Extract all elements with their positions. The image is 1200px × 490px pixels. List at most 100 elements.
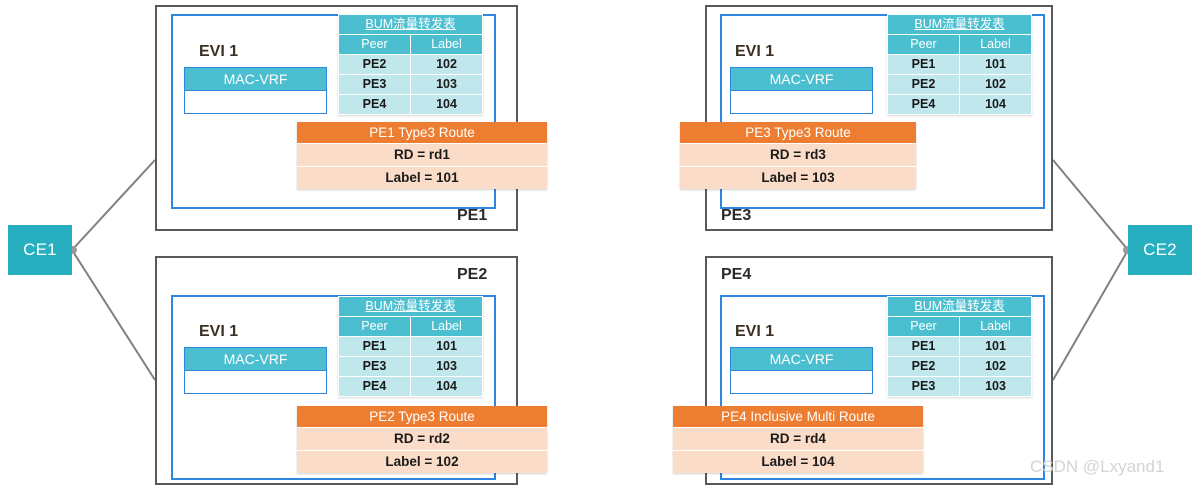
bum-cell-label: 104 xyxy=(959,94,1032,115)
bum-cell-label: 104 xyxy=(410,376,483,397)
route-title: PE3 Type3 Route xyxy=(680,122,916,143)
link-ce2-pe4 xyxy=(1052,249,1129,381)
bum-cell-label: 101 xyxy=(959,336,1032,357)
table-row: PE1 101 xyxy=(887,336,1032,357)
bum-col-label: Label xyxy=(410,316,483,337)
bum-cell-label: 103 xyxy=(959,376,1032,397)
bum-cell-peer: PE1 xyxy=(887,336,960,357)
route-label-row: Label = 102 xyxy=(297,450,547,473)
route-rd-row: RD = rd4 xyxy=(673,427,923,450)
route-rd-row: RD = rd1 xyxy=(297,143,547,166)
pe-node-pe3[interactable]: EVI 1 MAC-VRF BUM流量转发表 Peer Label PE1 10… xyxy=(705,5,1053,231)
table-row: PE1 101 xyxy=(887,54,1032,75)
bum-title-row: BUM流量转发表 xyxy=(887,14,1032,35)
pe1-evi-label: EVI 1 xyxy=(199,43,239,60)
watermark: CSDN @Lxyand1 xyxy=(1030,457,1165,476)
pe3-macvrf-label: MAC-VRF xyxy=(731,68,872,91)
route-rd-row: RD = rd3 xyxy=(680,143,916,166)
bum-col-label: Label xyxy=(959,316,1032,337)
pe2-evi-label: EVI 1 xyxy=(199,323,239,340)
pe-node-pe1[interactable]: EVI 1 MAC-VRF BUM流量转发表 Peer Label PE2 10… xyxy=(155,5,518,231)
bum-col-peer: Peer xyxy=(338,34,411,55)
table-row: PE4 104 xyxy=(338,94,483,115)
bum-header-row: Peer Label xyxy=(887,34,1032,55)
bum-cell-peer: PE4 xyxy=(887,94,960,115)
bum-cell-peer: PE2 xyxy=(887,356,960,377)
bum-cell-peer: PE4 xyxy=(338,94,411,115)
pe1-macvrf-body xyxy=(185,91,326,113)
bum-header-row: Peer Label xyxy=(887,316,1032,337)
bum-table-title: BUM流量转发表 xyxy=(887,296,1032,317)
pe4-macvrf-label: MAC-VRF xyxy=(731,348,872,371)
bum-table-title: BUM流量转发表 xyxy=(887,14,1032,35)
ce-node-ce1[interactable]: CE1 xyxy=(8,225,72,275)
pe4-macvrf-body xyxy=(731,371,872,393)
link-ce1-pe2 xyxy=(71,249,156,381)
table-row: PE2 102 xyxy=(887,356,1032,377)
bum-table-title: BUM流量转发表 xyxy=(338,296,483,317)
pe3-macvrf-body xyxy=(731,91,872,113)
bum-cell-label: 104 xyxy=(410,94,483,115)
pe4-bum-table: BUM流量转发表 Peer Label PE1 101 PE2 102 PE3 … xyxy=(887,296,1032,397)
bum-cell-label: 102 xyxy=(410,54,483,75)
link-ce2-pe3 xyxy=(1052,159,1129,251)
bum-cell-label: 101 xyxy=(959,54,1032,75)
bum-cell-peer: PE1 xyxy=(887,54,960,75)
bum-table-title: BUM流量转发表 xyxy=(338,14,483,35)
bum-cell-peer: PE3 xyxy=(338,74,411,95)
pe4-macvrf[interactable]: MAC-VRF xyxy=(730,347,873,394)
route-label-row: Label = 103 xyxy=(680,166,916,189)
bum-cell-label: 103 xyxy=(410,74,483,95)
route-title: PE2 Type3 Route xyxy=(297,406,547,427)
table-row: PE4 104 xyxy=(338,376,483,397)
bum-cell-label: 103 xyxy=(410,356,483,377)
table-row: PE2 102 xyxy=(338,54,483,75)
route-box-pe1[interactable]: PE1 Type3 Route RD = rd1 Label = 101 xyxy=(297,122,547,189)
table-row: PE3 103 xyxy=(338,356,483,377)
route-box-pe3[interactable]: PE3 Type3 Route RD = rd3 Label = 103 xyxy=(680,122,916,189)
route-box-pe4[interactable]: PE4 Inclusive Multi Route RD = rd4 Label… xyxy=(673,406,923,473)
pe2-macvrf[interactable]: MAC-VRF xyxy=(184,347,327,394)
pe2-bum-table: BUM流量转发表 Peer Label PE1 101 PE3 103 PE4 … xyxy=(338,296,483,397)
bum-col-peer: Peer xyxy=(887,316,960,337)
bum-cell-peer: PE4 xyxy=(338,376,411,397)
bum-col-peer: Peer xyxy=(887,34,960,55)
bum-col-peer: Peer xyxy=(338,316,411,337)
pe2-label: PE2 xyxy=(457,266,488,283)
pe1-macvrf[interactable]: MAC-VRF xyxy=(184,67,327,114)
pe3-label: PE3 xyxy=(721,207,752,224)
table-row: PE4 104 xyxy=(887,94,1032,115)
bum-cell-peer: PE3 xyxy=(338,356,411,377)
ce-node-ce2[interactable]: CE2 xyxy=(1128,225,1192,275)
bum-cell-peer: PE1 xyxy=(338,336,411,357)
bum-cell-label: 101 xyxy=(410,336,483,357)
pe2-macvrf-label: MAC-VRF xyxy=(185,348,326,371)
pe1-macvrf-label: MAC-VRF xyxy=(185,68,326,91)
pe3-bum-table: BUM流量转发表 Peer Label PE1 101 PE2 102 PE4 … xyxy=(887,14,1032,115)
route-rd-row: RD = rd2 xyxy=(297,427,547,450)
route-box-pe2[interactable]: PE2 Type3 Route RD = rd2 Label = 102 xyxy=(297,406,547,473)
ce-node-label: CE1 xyxy=(23,240,57,259)
bum-cell-peer: PE3 xyxy=(887,376,960,397)
bum-cell-peer: PE2 xyxy=(887,74,960,95)
bum-col-label: Label xyxy=(410,34,483,55)
pe1-label: PE1 xyxy=(457,207,488,224)
route-label-row: Label = 104 xyxy=(673,450,923,473)
bum-cell-label: 102 xyxy=(959,356,1032,377)
table-row: PE3 103 xyxy=(338,74,483,95)
bum-col-label: Label xyxy=(959,34,1032,55)
bum-title-row: BUM流量转发表 xyxy=(338,14,483,35)
pe-node-pe4[interactable]: PE4 EVI 1 MAC-VRF BUM流量转发表 Peer Label PE… xyxy=(705,256,1053,485)
pe4-evi-label: EVI 1 xyxy=(735,323,775,340)
pe3-macvrf[interactable]: MAC-VRF xyxy=(730,67,873,114)
bum-cell-label: 102 xyxy=(959,74,1032,95)
pe1-bum-table: BUM流量转发表 Peer Label PE2 102 PE3 103 PE4 … xyxy=(338,14,483,115)
route-title: PE1 Type3 Route xyxy=(297,122,547,143)
bum-title-row: BUM流量转发表 xyxy=(338,296,483,317)
pe2-macvrf-body xyxy=(185,371,326,393)
bum-title-row: BUM流量转发表 xyxy=(887,296,1032,317)
bum-header-row: Peer Label xyxy=(338,34,483,55)
table-row: PE3 103 xyxy=(887,376,1032,397)
route-label-row: Label = 101 xyxy=(297,166,547,189)
